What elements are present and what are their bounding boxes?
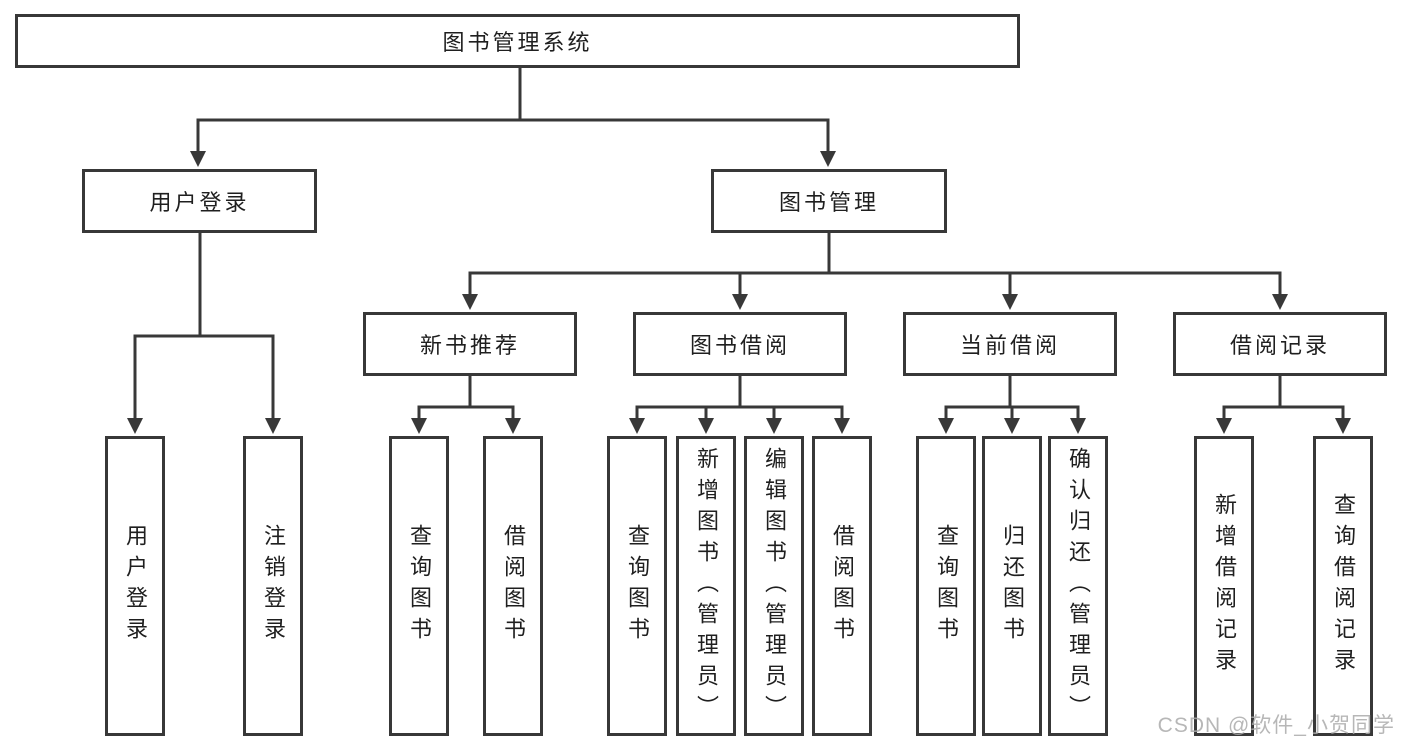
leaf-edit-book-admin-label: 编辑图书（管理员） — [762, 446, 787, 726]
leaf-add-borrow-record: 新增借阅记录 — [1194, 436, 1254, 736]
node-user-login-label: 用户登录 — [149, 190, 250, 215]
leaf-logout: 注销登录 — [243, 436, 303, 736]
node-borrowing-records-label: 借阅记录 — [1229, 333, 1330, 358]
arrowheads — [127, 151, 1351, 434]
leaf-query-books-2-label: 查询图书 — [625, 524, 650, 648]
leaf-query-books-1-label: 查询图书 — [407, 524, 432, 648]
node-current-borrowing: 当前借阅 — [903, 312, 1117, 376]
leaf-query-books-2: 查询图书 — [607, 436, 667, 736]
leaf-add-book-admin-label: 新增图书（管理员） — [694, 446, 719, 726]
node-root-label: 图书管理系统 — [442, 30, 593, 55]
leaf-return-book-label: 归还图书 — [1000, 524, 1025, 648]
node-root: 图书管理系统 — [15, 14, 1020, 68]
leaf-edit-book-admin: 编辑图书（管理员） — [744, 436, 804, 736]
node-new-book-recommend: 新书推荐 — [363, 312, 577, 376]
leaf-add-book-admin: 新增图书（管理员） — [676, 436, 736, 736]
leaf-borrow-books-1-label: 借阅图书 — [501, 524, 526, 648]
leaf-user-login-label: 用户登录 — [123, 524, 148, 648]
node-new-book-recommend-label: 新书推荐 — [419, 333, 520, 358]
leaf-logout-label: 注销登录 — [261, 524, 286, 648]
node-book-borrowing-label: 图书借阅 — [689, 333, 790, 358]
leaf-return-book: 归还图书 — [982, 436, 1042, 736]
leaf-query-books-1: 查询图书 — [389, 436, 449, 736]
leaf-borrow-books-1: 借阅图书 — [483, 436, 543, 736]
csdn-watermark: CSDN @软件_小贺同学 — [1157, 714, 1395, 737]
node-borrowing-records: 借阅记录 — [1173, 312, 1387, 376]
leaf-query-borrow-record: 查询借阅记录 — [1313, 436, 1373, 736]
node-user-login: 用户登录 — [82, 169, 317, 233]
node-book-management-label: 图书管理 — [778, 190, 879, 215]
leaf-borrow-books-2-label: 借阅图书 — [830, 524, 855, 648]
leaf-query-books-3-label: 查询图书 — [934, 524, 959, 648]
node-book-borrowing: 图书借阅 — [633, 312, 847, 376]
leaf-user-login: 用户登录 — [105, 436, 165, 736]
node-book-management: 图书管理 — [711, 169, 947, 233]
leaf-query-books-3: 查询图书 — [916, 436, 976, 736]
leaf-confirm-return-admin-label: 确认归还（管理员） — [1066, 446, 1091, 726]
leaf-confirm-return-admin: 确认归还（管理员） — [1048, 436, 1108, 736]
node-current-borrowing-label: 当前借阅 — [959, 333, 1060, 358]
leaf-query-borrow-record-label: 查询借阅记录 — [1331, 493, 1356, 679]
leaf-add-borrow-record-label: 新增借阅记录 — [1212, 493, 1237, 679]
leaf-borrow-books-2: 借阅图书 — [812, 436, 872, 736]
